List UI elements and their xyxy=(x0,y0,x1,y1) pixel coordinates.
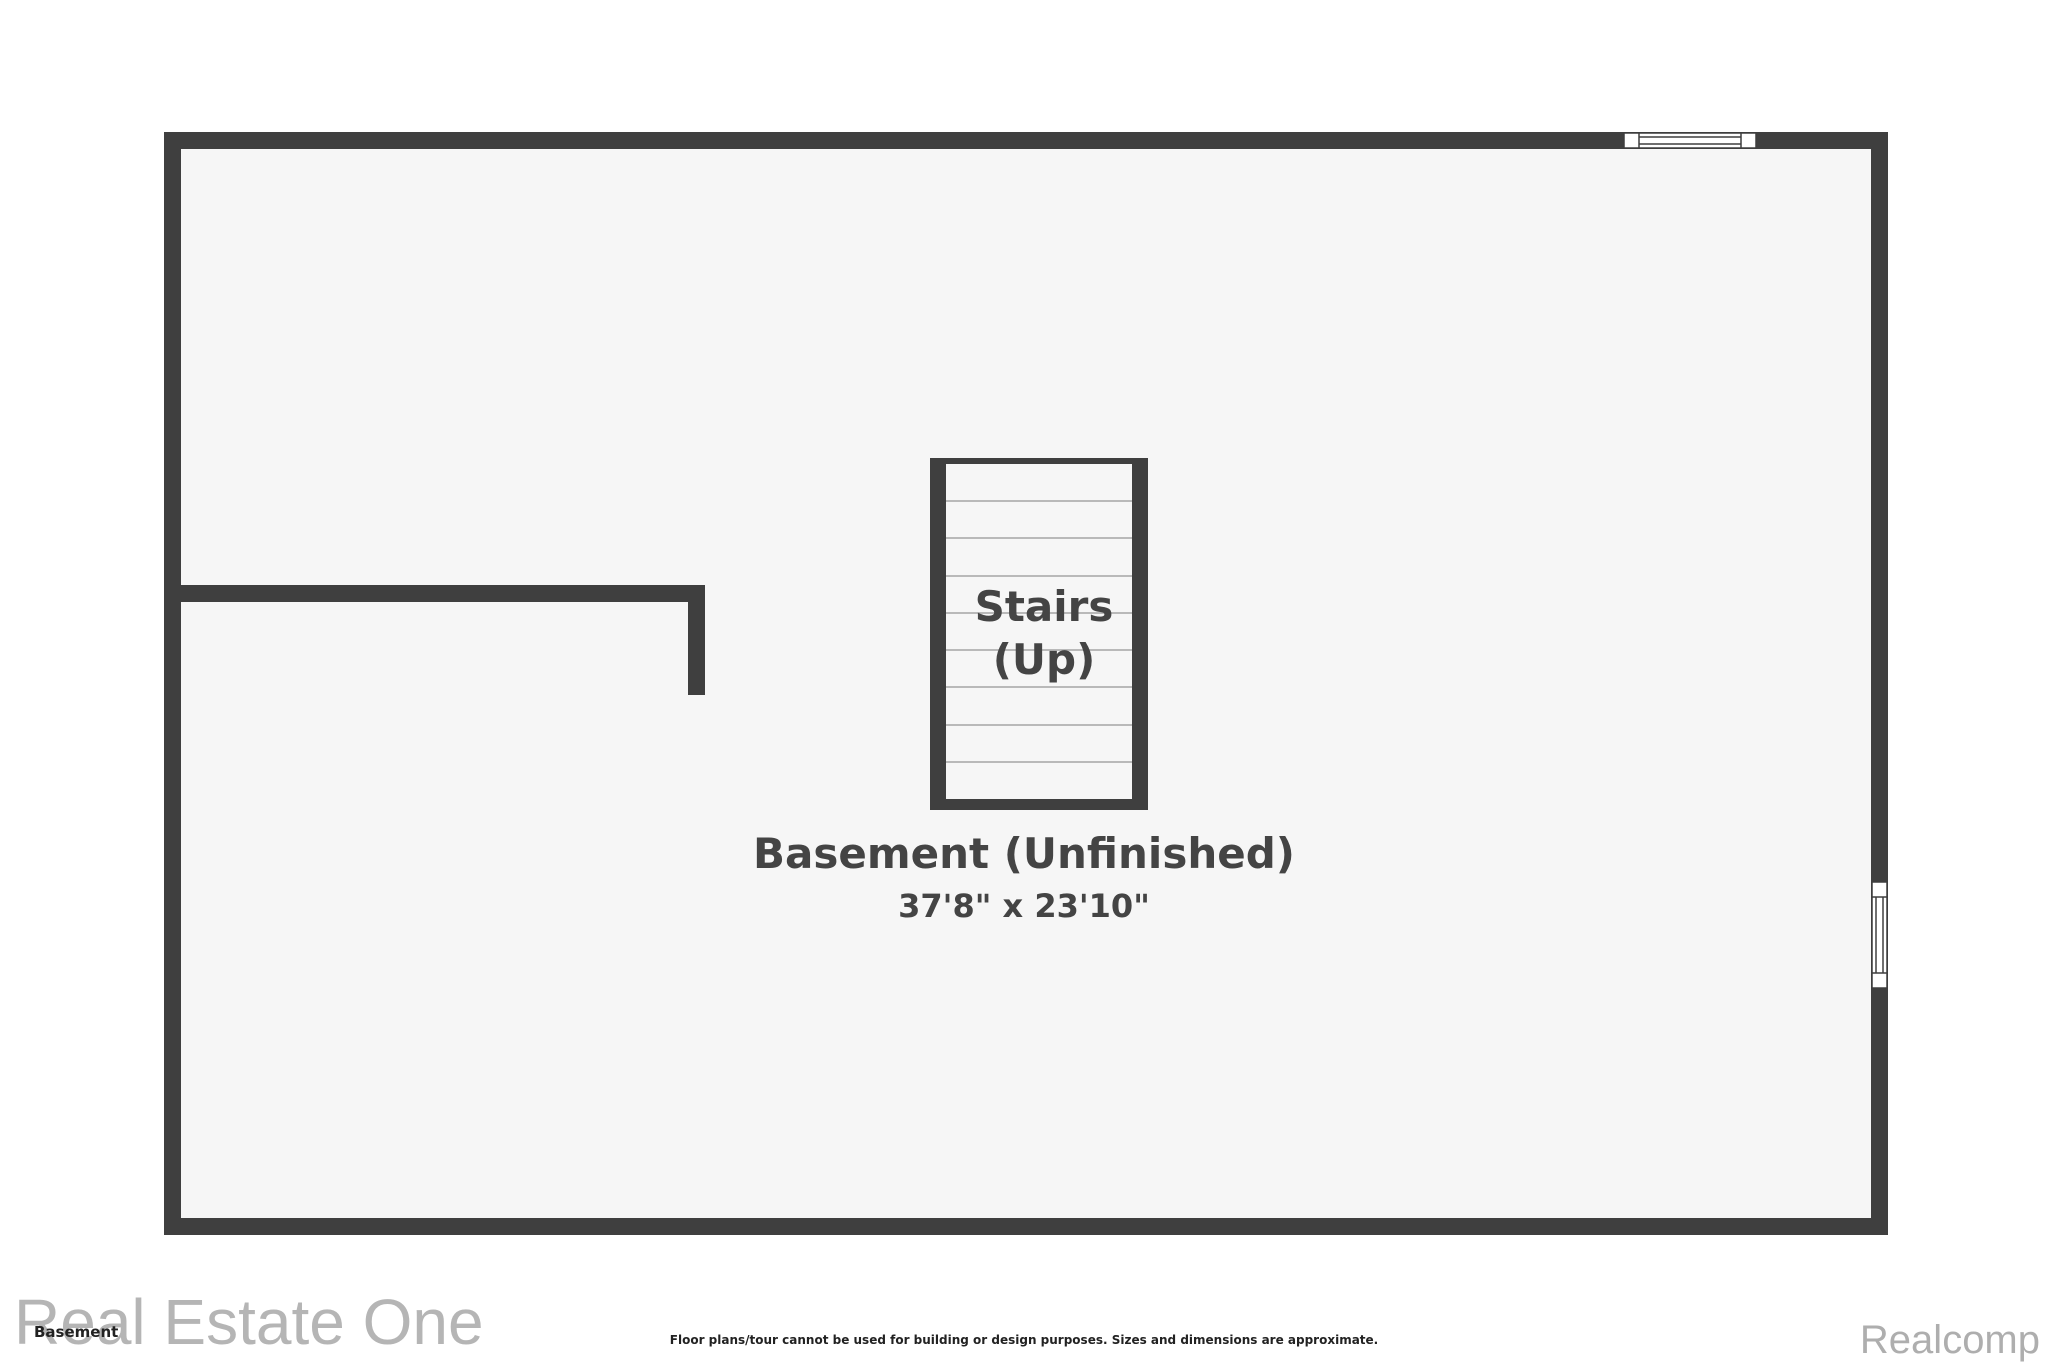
exterior-wall-top xyxy=(164,132,1888,149)
stairs-label-line2: (Up) xyxy=(992,635,1096,684)
stairs-wall-bottom xyxy=(930,799,1148,810)
stairs-wall-left xyxy=(930,458,946,810)
window-right xyxy=(1871,881,1888,989)
exterior-wall-right xyxy=(1871,132,1888,1235)
exterior-wall-left xyxy=(164,132,181,1235)
room-name: Basement (Unfinished) xyxy=(753,829,1295,878)
stairs-interior xyxy=(945,464,1132,799)
room-dimensions: 37'8" x 23'10" xyxy=(898,887,1150,925)
brokerage-watermark: Real Estate One xyxy=(14,1286,484,1358)
interior-wall-vertical xyxy=(688,585,705,695)
stairs-wall-right xyxy=(1132,458,1148,810)
exterior-wall-bottom xyxy=(164,1218,1888,1235)
level-name: Basement xyxy=(34,1323,119,1341)
stair-treads xyxy=(946,500,1132,763)
disclaimer-text: Floor plans/tour cannot be used for buil… xyxy=(669,1333,1379,1347)
mls-watermark: Realcomp xyxy=(1859,1318,2040,1362)
stairs-wall-top xyxy=(930,458,1148,464)
stairs-label: Stairs (Up) xyxy=(944,580,1144,686)
window-top xyxy=(1623,132,1757,149)
stairs xyxy=(930,458,1148,810)
interior-wall-horizontal xyxy=(172,585,705,602)
stairs-label-line1: Stairs xyxy=(974,582,1114,631)
